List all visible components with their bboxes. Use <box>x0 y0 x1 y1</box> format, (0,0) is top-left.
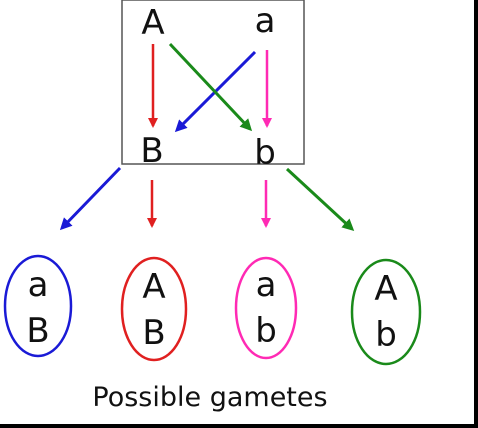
gamete-4-bottom: b <box>375 315 397 355</box>
gamete-3-top: a <box>256 265 277 305</box>
arrow-A-to-b <box>168 42 253 132</box>
allele-bottom-right: b <box>254 133 276 173</box>
allele-bottom-left: B <box>140 131 163 171</box>
gamete-2-bottom: B <box>142 313 165 353</box>
gamete-ellipse-4 <box>350 258 422 366</box>
chromosome-box <box>121 0 305 165</box>
gamete-1-bottom: B <box>26 311 49 351</box>
allele-top-right: a <box>255 1 276 41</box>
allele-top-left: A <box>141 3 164 43</box>
gamete-ellipse-2 <box>120 256 188 362</box>
gamete-1-top: a <box>28 265 49 305</box>
gamete-ellipse-1 <box>3 254 73 358</box>
gamete-2-top: A <box>142 267 165 307</box>
arrow-to-gamete-aB <box>59 166 122 231</box>
arrow-to-gamete-Ab <box>285 167 355 232</box>
gamete-ellipse-3 <box>234 256 298 360</box>
gamete-3-bottom: b <box>255 311 277 351</box>
gamete-4-top: A <box>374 269 397 309</box>
caption: Possible gametes <box>92 382 327 413</box>
